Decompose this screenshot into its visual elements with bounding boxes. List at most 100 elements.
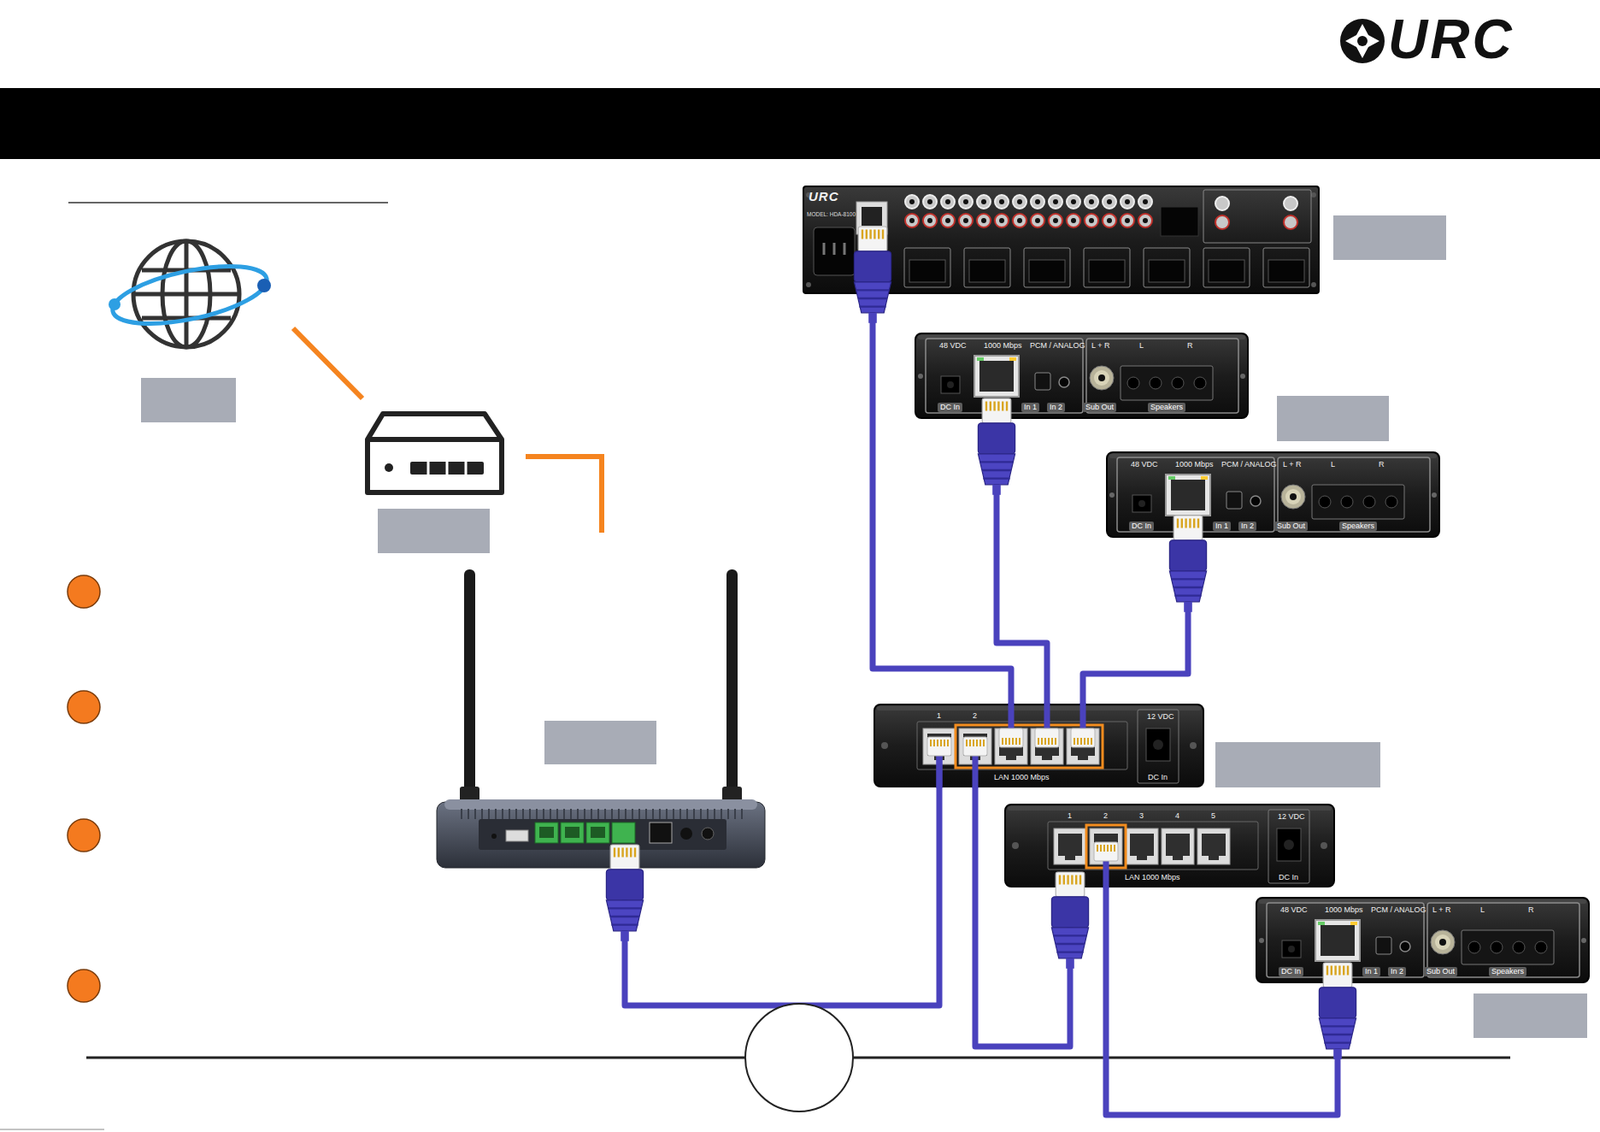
streamer-panel: 48 VDC1000 MbpsPCM / ANALOGL + RLRDC InI…: [1256, 897, 1589, 983]
rj45-head: [1070, 728, 1095, 748]
panel-label: L + R: [1282, 460, 1301, 469]
streamer-illustration: [1256, 897, 1589, 983]
panel-label: 1: [1067, 811, 1072, 820]
label-placeholder: [1276, 395, 1389, 442]
ethernet-cable: [996, 417, 1048, 705]
panel-label: 12 VDC: [1277, 812, 1306, 821]
rj45-head: [999, 728, 1024, 748]
label-placeholder: [1473, 993, 1588, 1038]
panel-label: R: [1187, 341, 1194, 350]
rj45-head: [963, 736, 988, 756]
panel-label: 1: [936, 711, 942, 720]
panel-label: L: [1139, 341, 1144, 350]
panel-label: In 2: [1388, 966, 1406, 977]
panel-label: R: [1528, 905, 1535, 914]
brand-logo: URC: [1388, 11, 1515, 67]
panel-label: In 1: [1021, 402, 1040, 412]
rj45-plug: [1169, 515, 1206, 612]
panel-label: Sub Out: [1423, 966, 1458, 977]
footer-rule: [86, 1056, 1511, 1059]
panel-label: Sub Out: [1274, 521, 1308, 531]
router-illustration: [436, 569, 765, 868]
panel-label: 12 VDC: [1147, 712, 1175, 721]
label-placeholder: [141, 377, 236, 423]
ethernet-cable: [872, 293, 1012, 705]
modem-link: [525, 456, 602, 533]
rj45-head: [927, 736, 952, 756]
step-marker: [67, 575, 100, 1002]
internet-globe: [107, 241, 272, 348]
streamer-panel: 48 VDC 1000 Mbps PCM / ANALOG L + R L R DC In I…: [1106, 452, 1440, 537]
rj45-plug: [977, 398, 1015, 495]
label-placeholder: [1333, 215, 1447, 260]
label-placeholder: [544, 720, 657, 765]
panel-label: L: [1330, 460, 1336, 469]
label-placeholder: [377, 508, 490, 553]
panel-label: 5: [1211, 811, 1216, 820]
ethernet-cable: [1082, 536, 1189, 705]
panel-label: 4: [1175, 811, 1180, 820]
footer-mark: [0, 1129, 105, 1130]
streamer-illustration: [915, 333, 1248, 418]
rj45-plug: [853, 226, 891, 324]
panel-label: DC In: [1278, 873, 1299, 882]
panel-label: DC In: [1278, 966, 1304, 977]
panel-label: R: [1378, 460, 1385, 469]
ethernet-cable: [975, 786, 1071, 1047]
panel-label: In 1: [1212, 521, 1231, 531]
cable-stub: [936, 753, 943, 789]
modem-icon: [367, 413, 502, 493]
panel-label: 1000 Mbps: [1175, 460, 1214, 469]
switch-illustration: [874, 704, 1204, 787]
panel-label: In 2: [1047, 402, 1065, 412]
panel-label: In 2: [1238, 521, 1257, 531]
network-switch: 1 2 3 4 5LAN 1000 Mbps 12 VDC DC In: [1005, 804, 1335, 887]
ethernet-cable: [1105, 886, 1338, 1115]
panel-label: Sub Out: [1082, 402, 1117, 412]
cable-stub: [972, 753, 979, 789]
panel-label: 3: [1139, 811, 1144, 820]
rj45-plug: [605, 844, 643, 942]
panel-label: DC In: [937, 402, 963, 412]
panel-label: MODEL: HDA-8100: [806, 211, 856, 218]
panel-label: L + R: [1091, 341, 1110, 350]
header-bar: [0, 88, 1600, 159]
panel-label: Speakers: [1147, 402, 1186, 412]
panel-label: In 1: [1362, 966, 1381, 977]
page-badge: [745, 1003, 853, 1112]
panel-label: L: [1480, 905, 1485, 914]
streamer-illustration: [1106, 452, 1440, 537]
internet-link: [293, 328, 363, 399]
title-underline: [68, 201, 389, 204]
cable-stub: [1080, 702, 1087, 730]
panel-label: DC In: [1129, 521, 1154, 531]
rj45-plug: [1318, 962, 1356, 1059]
amplifier-panel: URC MODEL: HDA-8100: [803, 186, 1319, 294]
panel-label: 2: [972, 711, 977, 720]
amplifier-illustration: [803, 186, 1319, 294]
label-placeholder: [1215, 741, 1381, 788]
switch-illustration: [1005, 804, 1335, 887]
panel-label: LAN 1000 Mbps: [1124, 873, 1181, 882]
network-switch: 1 2LAN 1000 Mbps 12 VDC DC In: [874, 704, 1204, 787]
panel-label: 48 VDC: [1130, 460, 1159, 469]
ethernet-cable: [624, 755, 940, 1006]
panel-label: 48 VDC: [939, 341, 967, 350]
panel-label: 2: [1103, 811, 1108, 820]
panel-label: LAN 1000 Mbps: [994, 773, 1050, 782]
rj45-head: [1035, 728, 1059, 748]
cable-stub: [1044, 702, 1051, 730]
panel-label: DC In: [1147, 773, 1168, 782]
brand-emblem: [1340, 18, 1385, 64]
port-highlight: [1086, 824, 1126, 868]
cable-stub: [1103, 858, 1110, 889]
panel-label: Speakers: [1339, 521, 1377, 531]
rj45-plug: [1051, 871, 1089, 969]
port-highlight: [955, 724, 1103, 768]
panel-label: Speakers: [1488, 966, 1527, 977]
panel-label: PCM / ANALOG: [1221, 460, 1277, 469]
panel-label: URC: [808, 189, 840, 203]
